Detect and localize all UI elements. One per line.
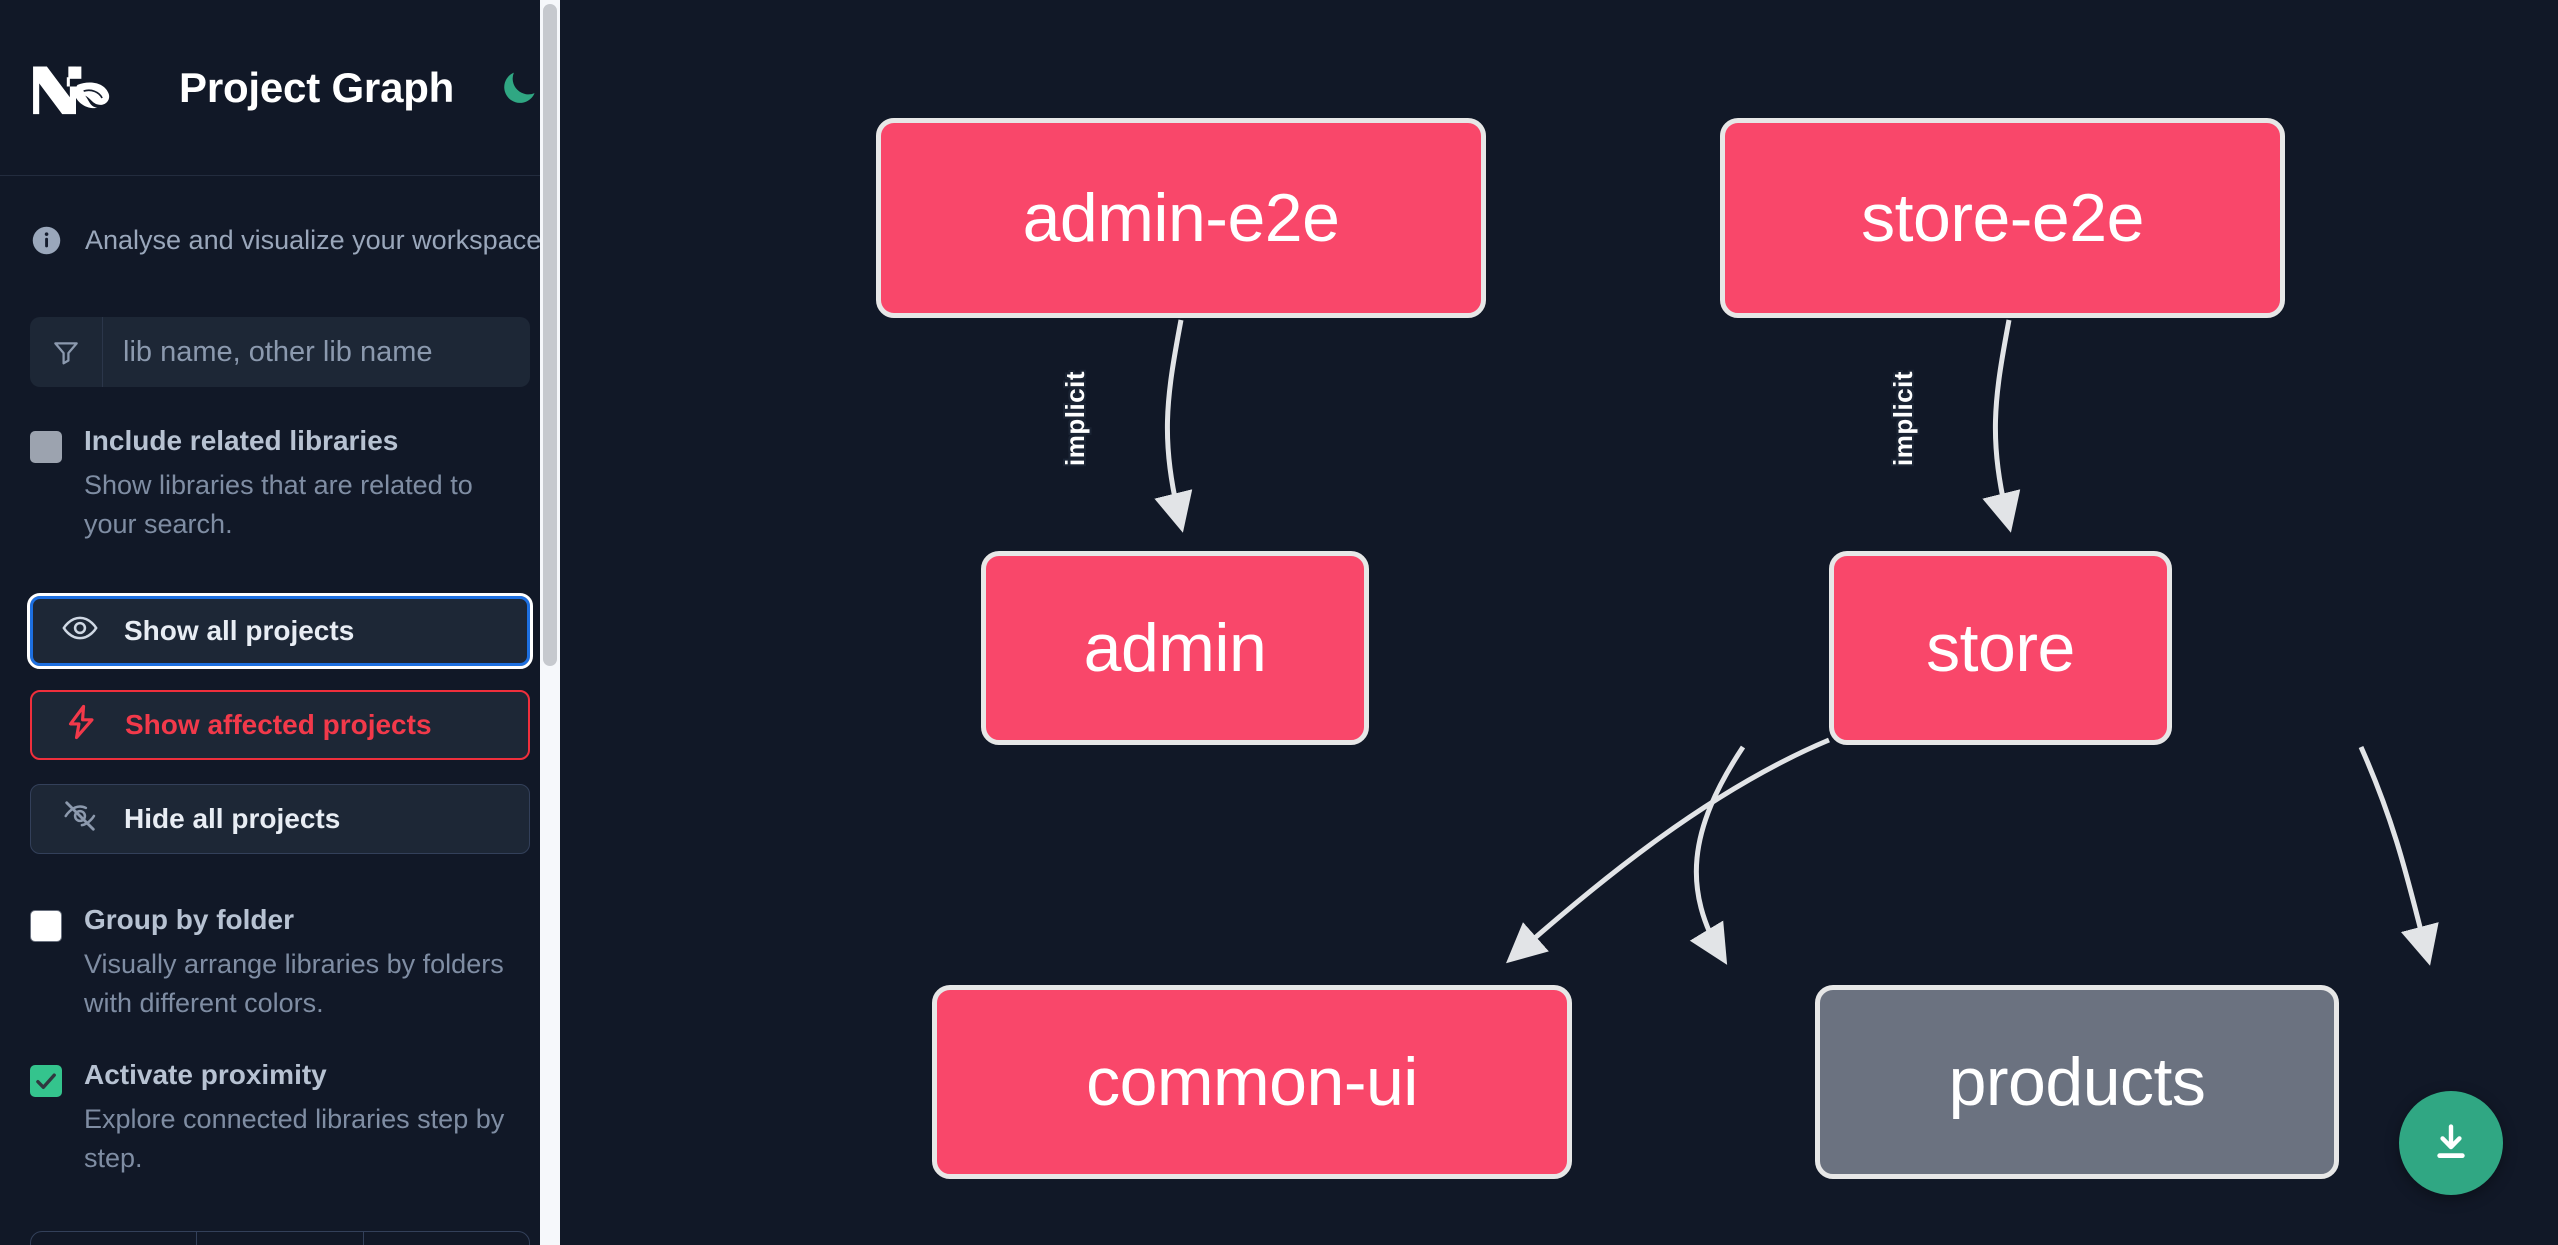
search-filter-box[interactable] — [30, 317, 530, 387]
moon-icon[interactable] — [497, 64, 541, 112]
checkbox-include-related-libraries[interactable]: Include related libraries Show libraries… — [30, 425, 530, 544]
segmented-control-option[interactable] — [364, 1232, 529, 1245]
checkbox-label: Group by folder — [84, 903, 294, 935]
sidebar-body: Analyse and visualize your workspace. In… — [0, 176, 560, 1245]
sidebar-scrollbar-thumb[interactable] — [543, 4, 557, 666]
graph-node-label: admin — [1083, 610, 1267, 686]
graph-node-admin[interactable]: admin — [981, 551, 1369, 745]
graph-node-store[interactable]: store — [1829, 551, 2172, 745]
edge-label-implicit-admin: implicit — [1060, 370, 1091, 467]
graph-node-label: admin-e2e — [1022, 180, 1340, 256]
download-icon — [2437, 1124, 2465, 1159]
edge-store-products — [2358, 745, 2439, 966]
show-all-projects-button[interactable]: Show all projects — [27, 592, 533, 669]
show-all-projects-label: Show all projects — [124, 614, 355, 646]
segmented-control[interactable] — [30, 1231, 530, 1245]
download-button[interactable] — [2399, 1091, 2503, 1195]
checkbox-indeterminate-icon[interactable] — [30, 431, 62, 463]
sidebar-scrollbar[interactable] — [540, 0, 560, 1245]
segmented-control-option[interactable] — [31, 1232, 198, 1245]
show-affected-projects-button[interactable]: Show affected projects — [30, 689, 530, 760]
sidebar-header: Project Graph — [0, 0, 560, 176]
graph-node-label: products — [1948, 1044, 2206, 1120]
page-title: Project Graph — [179, 63, 455, 111]
graph-node-admin-e2e[interactable]: admin-e2e — [876, 118, 1486, 318]
hide-all-projects-button[interactable]: Hide all projects — [30, 783, 530, 854]
graph-edges — [1154, 319, 2439, 966]
checkbox-activate-proximity[interactable]: Activate proximity Explore connected lib… — [30, 1059, 530, 1178]
checkbox-label: Activate proximity — [84, 1058, 327, 1090]
graph-node-label: store-e2e — [1861, 180, 2144, 256]
checkbox-description: Visually arrange libraries by folders wi… — [84, 949, 504, 1018]
edge-store-e2e-store — [1982, 319, 2021, 533]
tagline-text: Analyse and visualize your workspace. — [85, 225, 549, 255]
nx-logo — [30, 57, 122, 119]
edge-store-commonui — [1506, 737, 1830, 964]
info-icon — [30, 224, 63, 257]
funnel-icon — [30, 317, 103, 387]
checkbox-label: Include related libraries — [84, 425, 399, 456]
graph-node-store-e2e[interactable]: store-e2e — [1720, 118, 2285, 318]
graph-node-common-ui[interactable]: common-ui — [932, 985, 1572, 1179]
search-input[interactable] — [103, 317, 530, 387]
checkbox-description: Explore connected libraries step by step… — [84, 1104, 505, 1173]
graph-node-label: store — [1926, 610, 2075, 686]
show-affected-projects-label: Show affected projects — [125, 708, 432, 740]
eye-icon — [61, 609, 99, 652]
eye-off-icon — [61, 797, 99, 840]
hide-all-projects-label: Hide all projects — [124, 802, 341, 834]
graph-canvas[interactable]: admin-e2e store-e2e admin store common-u… — [560, 0, 2558, 1245]
tagline: Analyse and visualize your workspace. — [30, 176, 549, 257]
edge-label-implicit-store: implicit — [1888, 370, 1919, 467]
graph-node-products[interactable]: products — [1815, 985, 2339, 1179]
edge-admin-e2e-admin — [1154, 319, 1193, 533]
checkbox-unchecked-icon[interactable] — [30, 909, 62, 942]
segmented-control-option[interactable] — [197, 1232, 364, 1245]
checkbox-group-by-folder[interactable]: Group by folder Visually arrange librari… — [30, 904, 530, 1023]
checkbox-description: Show libraries that are related to your … — [84, 470, 473, 540]
sidebar: Project Graph Analyse and visualize your… — [0, 0, 560, 1245]
lightning-icon — [62, 703, 100, 746]
edge-admin-commonui — [1689, 745, 1746, 965]
checkbox-checked-icon[interactable] — [30, 1064, 62, 1097]
graph-node-label: common-ui — [1086, 1044, 1418, 1120]
